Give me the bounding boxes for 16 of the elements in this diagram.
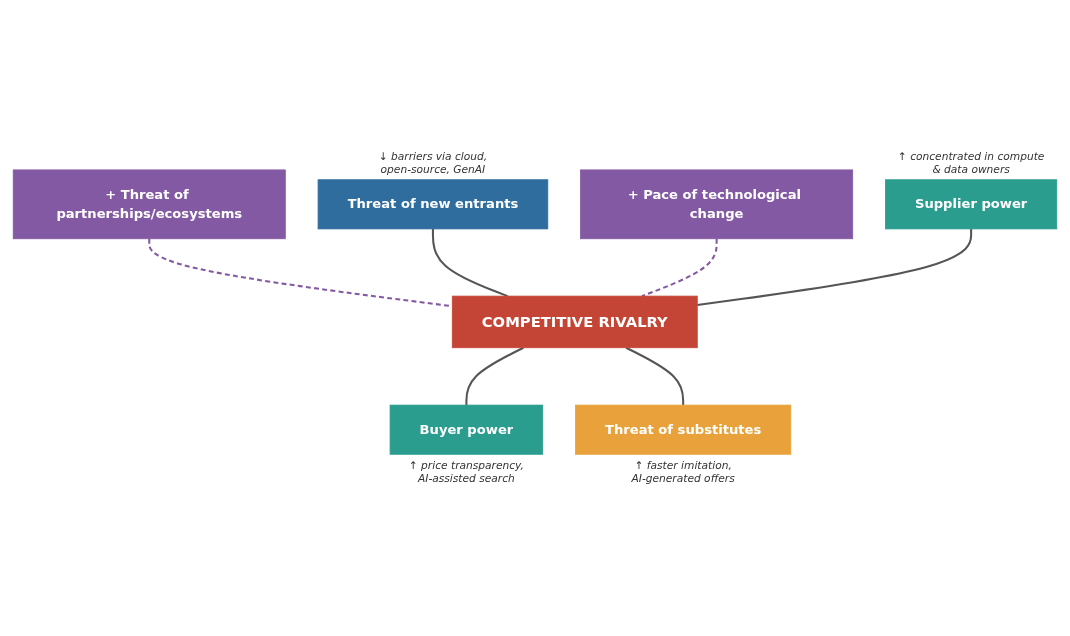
node-box: + Threat of partnerships/ecosystems bbox=[12, 169, 286, 240]
connector bbox=[431, 229, 508, 298]
node-box: Supplier power bbox=[885, 179, 1058, 230]
connector bbox=[625, 347, 685, 406]
node-box: + Pace of technological change bbox=[580, 169, 854, 240]
annotation-text: ↓ barriers via cloud, open-source, GenAI bbox=[378, 150, 488, 177]
node-box: Buyer power bbox=[389, 405, 544, 456]
node-box: COMPETITIVE RIVALRY bbox=[451, 296, 698, 349]
annotation-text: ↑ price transparency, AI-assisted search bbox=[408, 459, 524, 486]
annotation-text: ↑ faster imitation, AI-generated offers bbox=[631, 459, 735, 486]
connector bbox=[697, 229, 973, 307]
annotation-text: ↑ concentrated in compute & data owners bbox=[897, 150, 1045, 177]
connector bbox=[641, 239, 718, 298]
node-box: Threat of new entrants bbox=[317, 179, 549, 230]
connector bbox=[465, 347, 524, 406]
node-box: Threat of substitutes bbox=[575, 405, 792, 456]
